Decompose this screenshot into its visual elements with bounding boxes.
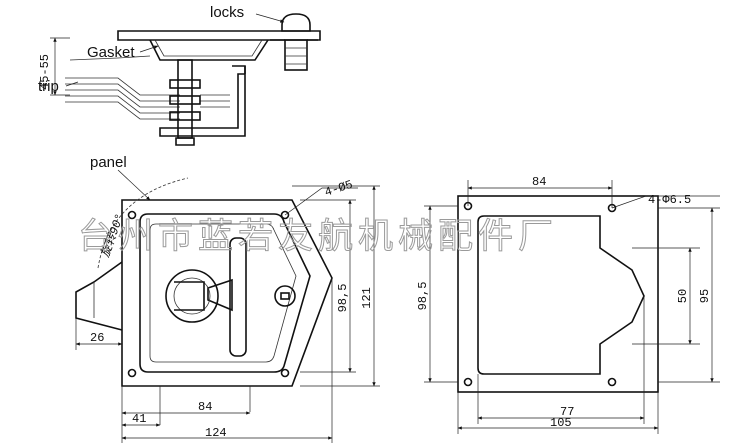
front-width-inner-label: 84 bbox=[198, 400, 212, 414]
cutout-height-left-label: 98,5 bbox=[416, 282, 430, 311]
watermark: 台州市蓝若友航机械配件厂 bbox=[78, 217, 558, 257]
handle-depth-label: 26 bbox=[90, 331, 104, 345]
cutout-width-inner-label: 77 bbox=[560, 405, 574, 419]
front-height-overall-label: 121 bbox=[360, 287, 374, 309]
front-height-inner-label: 98,5 bbox=[336, 284, 350, 313]
locks-label: locks bbox=[210, 4, 244, 21]
front-offset-left-label: 41 bbox=[132, 412, 146, 426]
callouts: locks Gasket trip panel bbox=[38, 4, 285, 201]
cutout-height-notch-label: 50 bbox=[676, 289, 690, 303]
cutout-height-right-label: 95 bbox=[698, 289, 712, 303]
gasket-label: Gasket bbox=[87, 44, 135, 61]
thickness-range-label: 45-55 bbox=[38, 54, 52, 90]
cutout-holes-label: 4-Φ6.5 bbox=[648, 193, 691, 207]
cutout-width-bottom-label: 105 bbox=[550, 416, 572, 430]
side-view: 45-55 bbox=[38, 13, 321, 146]
panel-label: panel bbox=[90, 154, 127, 171]
cutout-width-top-label: 84 bbox=[532, 175, 546, 189]
trip-label: trip bbox=[38, 78, 59, 95]
cutout-view: 4-Φ6.5 84 98,5 50 95 77 105 bbox=[416, 175, 720, 434]
front-holes-label: 4-Ø5 bbox=[323, 178, 355, 200]
front-width-overall-label: 124 bbox=[205, 426, 227, 440]
